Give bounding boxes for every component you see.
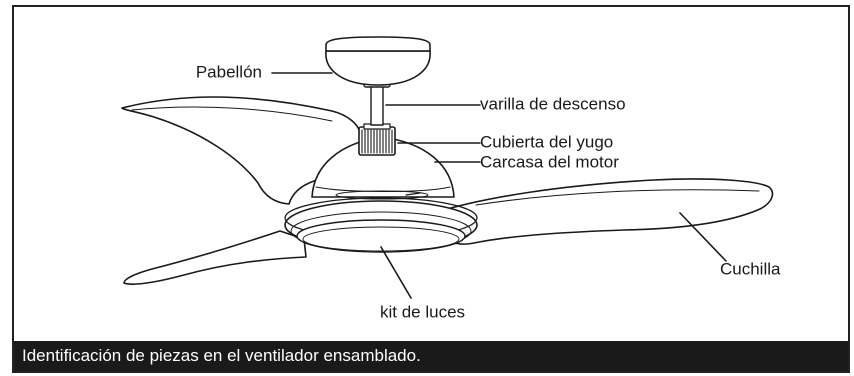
label-canopy: Pabellón [196, 62, 262, 81]
diagram-frame: Pabellón varilla de descenso Cubierta de… [12, 5, 850, 373]
label-blade: Cuchilla [720, 259, 781, 278]
canopy [325, 50, 431, 86]
label-downrod: varilla de descenso [480, 94, 626, 113]
canopy-top [325, 36, 431, 52]
label-light-kit: kit de luces [380, 302, 465, 321]
downrod [370, 84, 384, 126]
leader-blade [679, 212, 727, 262]
caption-bar: Identificación de piezas en el ventilado… [14, 341, 848, 371]
label-motor-housing: Carcasa del motor [480, 152, 619, 171]
ceiling-fan-diagram: Pabellón varilla de descenso Cubierta de… [121, 36, 781, 321]
leader-light-kit [380, 246, 412, 299]
left-upper-blade [121, 96, 361, 205]
label-yoke-cover: Cubierta del yugo [480, 132, 613, 151]
right-blade [433, 178, 774, 245]
caption-text: Identificación de piezas en el ventilado… [22, 346, 421, 365]
left-lower-blade [123, 230, 307, 285]
light-kit-lens [296, 219, 466, 253]
